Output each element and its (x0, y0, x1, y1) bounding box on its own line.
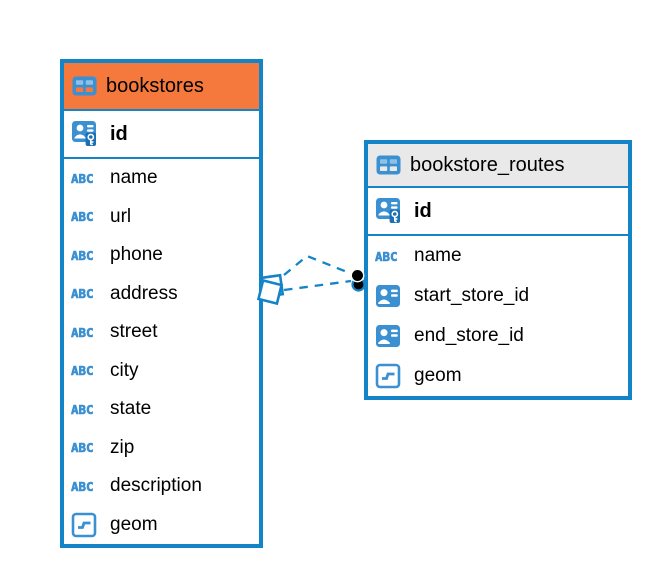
relationship-line-lower[interactable] (283, 279, 352, 292)
field-name-label: description (110, 475, 202, 497)
field-row-geom[interactable]: geom (64, 506, 259, 545)
table-card-bookstore-routes[interactable]: bookstore_routes id ABC name start_store… (364, 140, 632, 400)
geometry-type-icon (71, 512, 97, 538)
field-row-name[interactable]: ABC name (368, 236, 628, 276)
text-type-icon: ABC (71, 324, 94, 340)
table-icon (376, 155, 401, 175)
field-name-label: start_store_id (414, 285, 530, 306)
field-list: id ABC name start_store_id end_store_id … (368, 188, 628, 396)
field-row-geom[interactable]: geom (368, 356, 628, 396)
field-row-address[interactable]: ABC address (64, 275, 259, 314)
field-row-end_store_id[interactable]: end_store_id (368, 316, 628, 356)
primary-key-icon (376, 198, 400, 223)
primary-key-icon (72, 121, 96, 146)
relationship-line-upper[interactable] (283, 254, 353, 276)
field-row-zip[interactable]: ABC zip (64, 429, 259, 468)
relationship-endpoint-dots[interactable] (350, 268, 366, 292)
field-row-phone[interactable]: ABC phone (64, 236, 259, 275)
table-title: bookstores (106, 74, 204, 97)
field-name-label: id (414, 199, 432, 222)
field-name-label: address (110, 282, 178, 304)
field-name-label: geom (414, 365, 462, 386)
foreign-key-icon (376, 325, 400, 347)
text-type-icon: ABC (71, 478, 94, 494)
field-name-label: state (110, 398, 152, 420)
text-type-icon: ABC (71, 247, 94, 263)
field-name-label: url (110, 205, 132, 227)
text-type-icon: ABC (71, 401, 94, 417)
field-list: id ABC name ABC url ABC phone ABC addres… (64, 111, 259, 544)
field-name-label: end_store_id (414, 325, 524, 346)
field-name-label: id (110, 122, 128, 145)
field-name-label: phone (110, 244, 163, 266)
field-row-name[interactable]: ABC name (64, 159, 259, 198)
field-row-start_store_id[interactable]: start_store_id (368, 276, 628, 316)
foreign-key-icon (376, 285, 400, 307)
text-type-icon: ABC (71, 286, 94, 302)
field-name-label: street (110, 321, 158, 343)
field-row-street[interactable]: ABC street (64, 313, 259, 352)
field-row-description[interactable]: ABC description (64, 467, 259, 506)
text-type-icon: ABC (71, 440, 94, 456)
geometry-type-icon (375, 363, 401, 389)
field-name-label: zip (110, 436, 135, 458)
field-row-city[interactable]: ABC city (64, 352, 259, 391)
text-type-icon: ABC (71, 170, 94, 186)
field-name-label: name (110, 167, 158, 189)
text-type-icon: ABC (71, 363, 94, 379)
field-row-state[interactable]: ABC state (64, 390, 259, 429)
table-icon (72, 76, 97, 96)
field-name-label: city (110, 359, 139, 381)
field-name-label: name (414, 245, 462, 266)
field-row-url[interactable]: ABC url (64, 198, 259, 237)
field-row-id[interactable]: id (64, 111, 259, 159)
table-card-bookstores[interactable]: bookstores id ABC name ABC url ABC phone… (60, 59, 263, 548)
field-name-label: geom (110, 513, 158, 535)
field-row-id[interactable]: id (368, 188, 628, 236)
table-title: bookstore_routes (410, 153, 565, 176)
table-header-bookstores[interactable]: bookstores (64, 63, 259, 111)
table-header-bookstore-routes[interactable]: bookstore_routes (368, 144, 628, 188)
text-type-icon: ABC (375, 248, 398, 264)
text-type-icon: ABC (71, 209, 94, 225)
